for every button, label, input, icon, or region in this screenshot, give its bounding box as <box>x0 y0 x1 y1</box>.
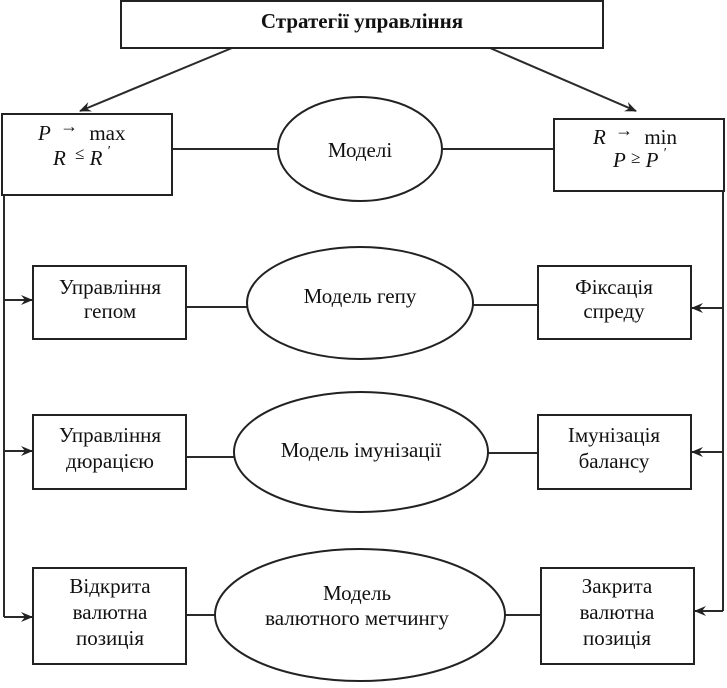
right-goal-box: R → min P ≥ P ′ <box>553 117 725 192</box>
models-label: Моделі <box>328 138 393 162</box>
models-ellipse: Моделі <box>277 96 443 202</box>
left-goal-box: P → max R ≤ R ′ <box>1 113 173 196</box>
open-position-label-3: позиція <box>76 626 144 650</box>
gap-management-label-2: гепом <box>84 299 136 323</box>
immunization-model-label: Модель імунізації <box>281 438 442 462</box>
diagram-title: Стратегії управління <box>261 9 463 33</box>
left-goal-line2: R ≤ R ′ <box>52 140 111 170</box>
arrow-title-to-left-goal <box>79 47 233 112</box>
gap-model-label: Модель гепу <box>304 284 417 308</box>
closed-position-label-2: валютна <box>580 600 655 624</box>
left-goal-line1: P → max <box>37 113 126 145</box>
title-box: Стратегії управління <box>120 0 604 49</box>
immunization-model-ellipse <box>233 391 489 513</box>
currency-matching-model-label-1: Модель <box>323 581 391 605</box>
row-immunization: Управління дюрацією Модель імунізації Ім… <box>32 391 692 513</box>
balance-immunization-label-2: балансу <box>579 449 650 473</box>
open-position-label-1: Відкрита <box>69 574 151 598</box>
balance-immunization-box <box>537 414 692 490</box>
row-currency-matching: Відкрита валютна позиція Модель валютног… <box>32 548 695 682</box>
duration-management-box <box>32 414 187 490</box>
open-position-box <box>32 567 187 665</box>
duration-management-label-2: дюрацією <box>66 449 154 473</box>
spread-fixing-box <box>537 265 692 340</box>
spread-fixing-label-2: спреду <box>583 299 645 323</box>
gap-model-ellipse <box>246 246 474 360</box>
open-position-label-2: валютна <box>73 600 148 624</box>
balance-immunization-label-1: Імунізація <box>568 423 661 447</box>
right-goal-line2: P ≥ P ′ <box>612 144 667 172</box>
spread-fixing-label-1: Фіксація <box>575 275 653 299</box>
gap-management-box <box>32 265 187 340</box>
closed-position-label-1: Закрита <box>582 574 653 598</box>
duration-management-label-1: Управління <box>59 423 162 447</box>
closed-position-label-3: позиція <box>583 626 651 650</box>
arrow-title-to-right-goal <box>489 47 637 112</box>
currency-matching-model-label-2: валютного метчингу <box>265 606 449 630</box>
closed-position-box <box>540 567 695 665</box>
connectors <box>3 47 724 622</box>
right-goal-line1: R → min <box>592 117 677 149</box>
row-gap: Управління гепом Модель гепу Фіксація сп… <box>32 246 692 360</box>
currency-matching-model-ellipse <box>214 548 506 682</box>
gap-management-label-1: Управління <box>59 275 162 299</box>
